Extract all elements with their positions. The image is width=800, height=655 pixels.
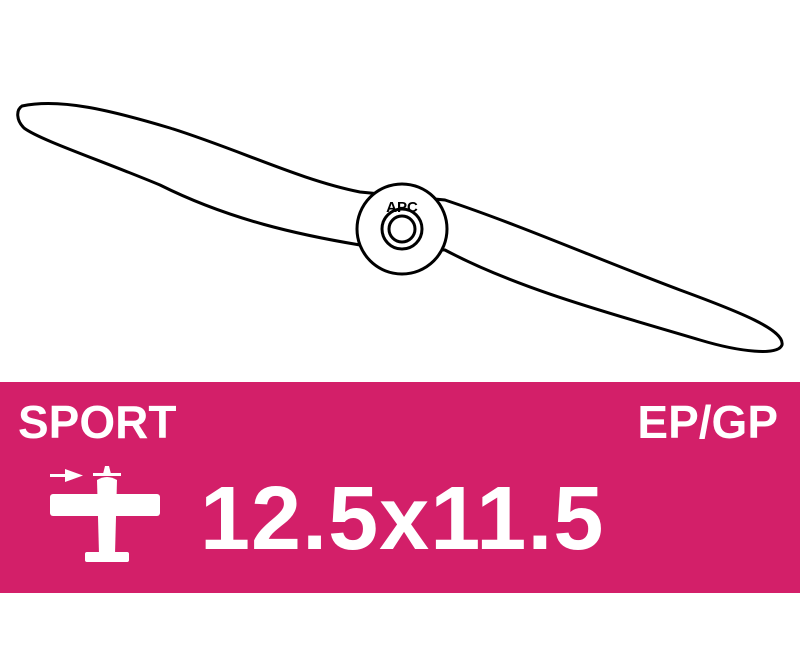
- product-banner: [0, 382, 800, 593]
- category-label: SPORT: [18, 396, 177, 448]
- fuel-type-label: EP/GP: [637, 396, 778, 448]
- propeller-illustration: APC: [16, 101, 784, 353]
- propeller-size: 12.5x11.5: [200, 469, 605, 569]
- hub: [355, 182, 449, 276]
- airplane-icon: [50, 466, 160, 562]
- brand-logo: APC: [386, 199, 418, 216]
